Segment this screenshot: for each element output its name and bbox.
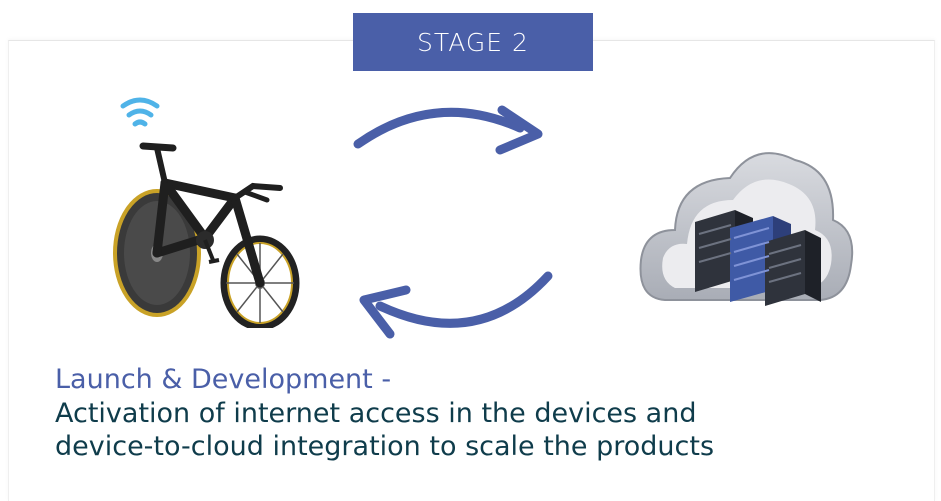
curved-arrow-left-icon <box>359 271 553 339</box>
stage-badge: STAGE 2 <box>353 13 593 71</box>
caption-line-2: device-to-cloud integration to scale the… <box>55 431 715 462</box>
caption-line-1: Activation of internet access in the dev… <box>55 398 697 429</box>
caption: Launch & Development - Activation of int… <box>55 363 915 463</box>
curved-arrow-right-icon <box>353 105 543 155</box>
server-rack-icon <box>695 210 821 306</box>
cloud-server-icon <box>639 152 854 306</box>
stage-label: STAGE 2 <box>417 27 529 57</box>
bicycle-with-wifi-icon <box>113 97 300 328</box>
wifi-icon <box>120 97 160 127</box>
caption-heading: Launch & Development - <box>55 364 392 395</box>
